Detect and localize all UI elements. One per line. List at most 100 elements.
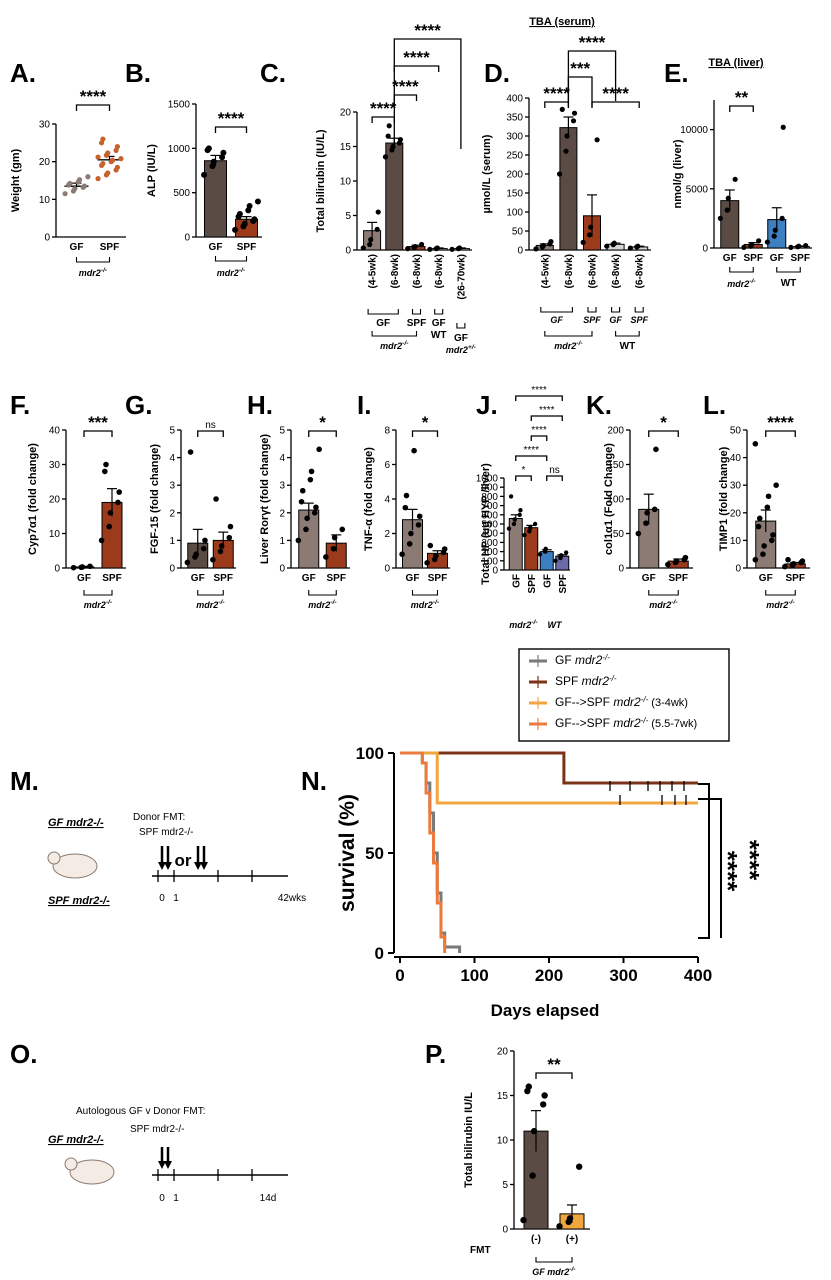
data-point-L-1	[782, 563, 788, 570]
legend-suffix: (5.5-7wk)	[648, 718, 697, 730]
schematic-M-or: or	[175, 851, 192, 870]
data-point-D-3	[611, 240, 617, 246]
data-point-A-0	[81, 183, 88, 189]
data-point-H-0	[303, 526, 309, 533]
data-point-H-1	[331, 534, 338, 541]
data-point-L-0	[756, 515, 763, 522]
y-axis-title-B: ALP (IU/L)	[146, 144, 158, 197]
y-axis-title-F: Cyp7α1 (fold change)	[27, 443, 39, 555]
legend-genotype: mdr2	[582, 674, 610, 688]
group-label-D-3: SPF	[630, 315, 648, 325]
data-point-P-1	[576, 1163, 583, 1170]
data-point-G-1	[226, 534, 233, 541]
panel-label-P: P.	[425, 1039, 446, 1069]
data-point-J-1	[522, 532, 527, 538]
y-tick-label-P: 10	[497, 1136, 509, 1147]
data-point-E-1	[741, 244, 747, 251]
data-point-C-2	[419, 241, 425, 248]
y-tick-label-I: 0	[384, 564, 390, 575]
data-point-C-0	[374, 226, 380, 232]
comparison-D-2-label: ****	[579, 33, 606, 52]
data-point-I-1	[441, 546, 448, 552]
y-tick-label-G: 3	[169, 481, 175, 492]
data-point-D-3	[604, 243, 610, 249]
data-point-I-0	[406, 541, 413, 547]
genotype-superscript: -/-	[101, 267, 108, 274]
y-tick-label-B: 1500	[168, 100, 191, 111]
y-tick-label-J: 400	[481, 529, 498, 540]
y-tick-label-K: 0	[618, 564, 624, 575]
data-point-K-0	[653, 446, 659, 453]
data-point-B-0	[220, 149, 227, 156]
data-point-D-2	[587, 232, 593, 238]
y-tick-label-D: 200	[506, 170, 523, 181]
comparison-P-bracket	[535, 1072, 573, 1079]
category-label-B-0: GF	[209, 242, 223, 253]
significance-label-N-0: ****	[713, 851, 743, 892]
y-tick-label-G: 0	[169, 564, 175, 575]
mouse-icon	[52, 853, 98, 879]
y-axis-title-A: Weight (gm)	[10, 148, 22, 212]
y-tick-label-D: 0	[517, 246, 523, 257]
data-point-L-0	[770, 532, 776, 538]
genotype-superscript: -/-	[569, 1266, 576, 1273]
group-bracket-D-wt	[615, 331, 640, 337]
data-point-L-0	[752, 441, 759, 447]
data-point-H-0	[311, 510, 318, 516]
comparison-L-bracket	[765, 430, 796, 437]
group-bracket-B	[214, 256, 248, 262]
y-tick-label-G: 4	[169, 453, 175, 464]
group-label-D-2: GF	[609, 315, 622, 325]
y-axis-title-C: Total bilirubin (IU/L)	[315, 129, 327, 232]
y-tick-label-C: 5	[345, 211, 351, 222]
survival-series-0	[400, 751, 462, 953]
category-label-E-2: GF	[770, 253, 784, 264]
y-tick-label-G: 1	[169, 536, 175, 547]
data-point-H-1	[323, 554, 329, 560]
y-tick-label-D: 250	[506, 151, 523, 162]
y-tick-label-H: 3	[279, 481, 285, 492]
genotype-label-I: mdr2-/-	[411, 599, 440, 610]
schematic-M-tick-1: 1	[173, 893, 179, 904]
data-point-D-1	[559, 106, 565, 112]
group-bracket-C-wt	[434, 309, 444, 315]
category-label-D-0: (4-5wk)	[540, 254, 551, 288]
y-tick-label-C: 15	[340, 142, 352, 153]
data-point-G-1	[210, 556, 216, 563]
data-point-I-0	[408, 530, 414, 537]
data-point-P-1	[556, 1223, 563, 1230]
y-tick-label-P: 15	[497, 1091, 509, 1102]
panel-label-K: K.	[586, 390, 612, 420]
data-point-B-1	[241, 220, 248, 227]
category-label-J-3: SPF	[558, 574, 569, 593]
genotype-label-C-1: mdr2+/-	[446, 344, 477, 355]
genotype-superscript: +/-	[468, 344, 477, 351]
y-tick-label-P: 5	[502, 1180, 508, 1191]
comparison-J-1-label: ns	[549, 465, 560, 476]
legend-genotype: mdr2	[575, 653, 603, 667]
panel-label-O: O.	[10, 1039, 37, 1069]
genotype-name: mdr2	[380, 341, 402, 351]
y-tick-label-L: 30	[730, 481, 742, 492]
genotype-name: mdr2	[509, 620, 531, 630]
data-point-C-2	[412, 243, 418, 250]
y-tick-label-N: 0	[375, 944, 384, 963]
bar-J-2	[539, 551, 554, 571]
genotype-name: mdr2	[554, 341, 576, 351]
y-tick-label-K: 150	[607, 460, 624, 471]
data-point-G-1	[217, 548, 224, 555]
group-bracket-E-wt	[776, 267, 801, 273]
data-point-L-0	[760, 551, 766, 557]
data-point-F-1	[98, 537, 105, 544]
data-point-A-1	[118, 156, 124, 162]
category-label-A-1: SPF	[100, 242, 119, 253]
data-point-F-1	[106, 523, 112, 530]
x-tick-label-N: 100	[460, 966, 488, 985]
data-point-D-0	[548, 239, 554, 245]
data-point-J-2	[537, 552, 543, 557]
data-point-C-1	[386, 123, 392, 129]
data-point-E-2	[779, 215, 785, 221]
category-label-P-1: (+)	[566, 1234, 579, 1245]
data-point-C-0	[367, 241, 373, 248]
y-tick-label-B: 1000	[168, 144, 191, 155]
